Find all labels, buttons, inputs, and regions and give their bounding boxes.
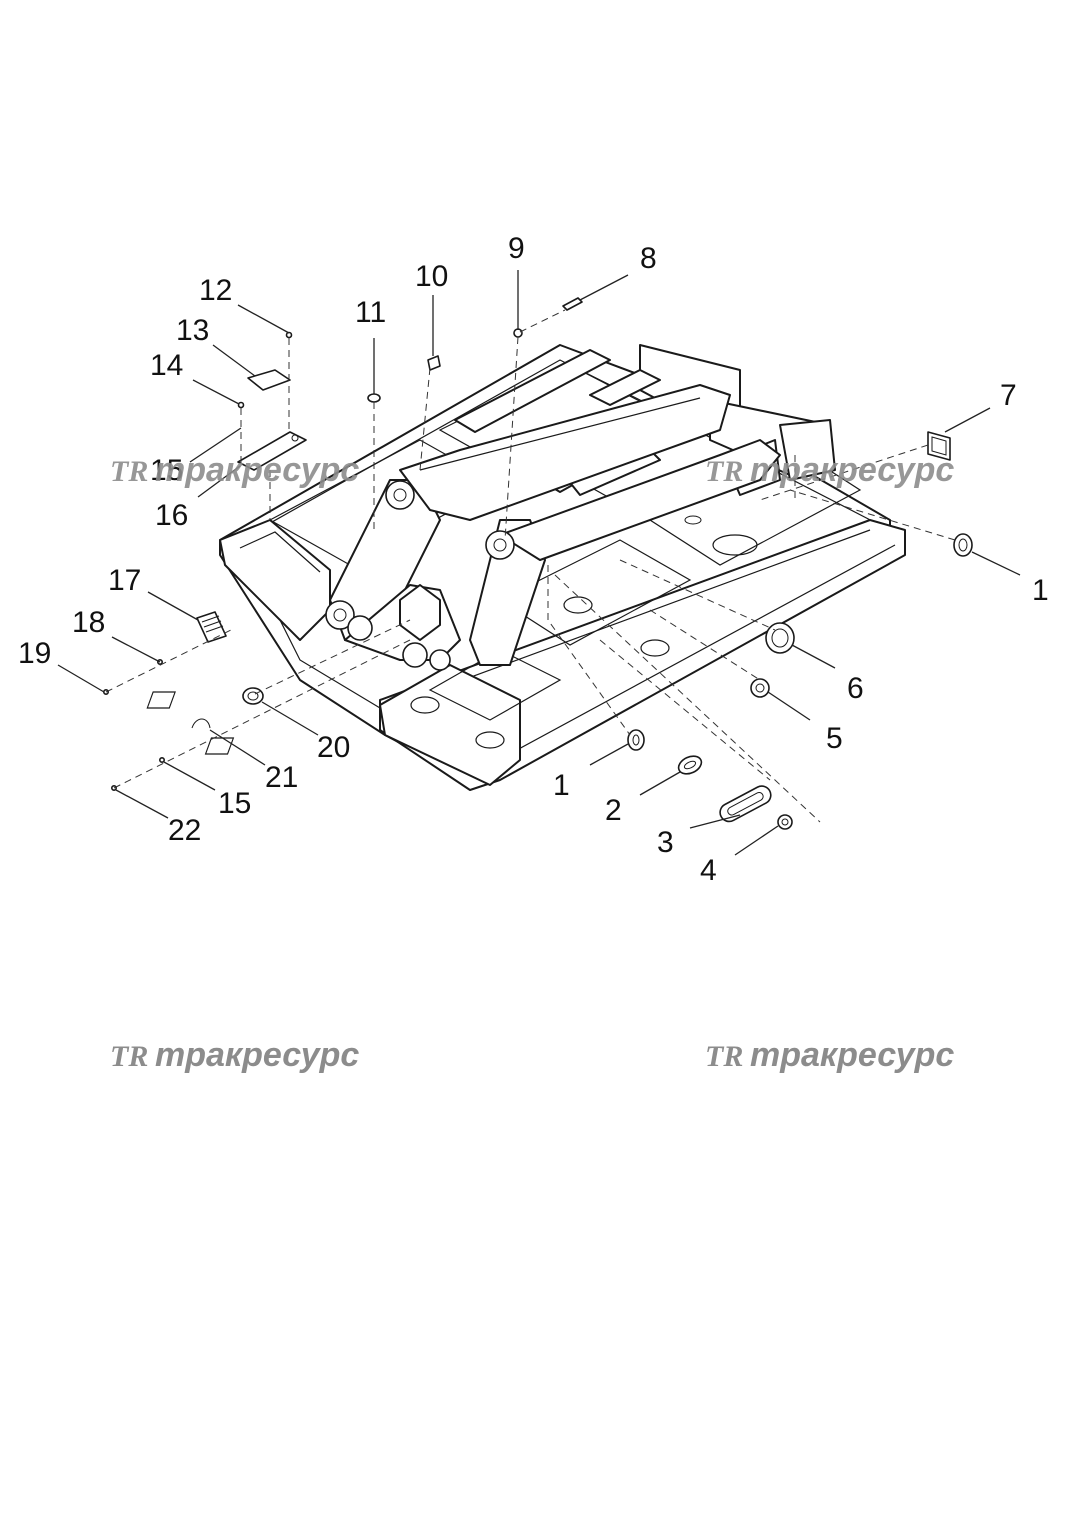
callout-21: 21 bbox=[265, 761, 298, 794]
callout-4: 4 bbox=[700, 854, 717, 887]
part-6-large-ring bbox=[765, 622, 795, 654]
callout-labels: 1 1 2 3 4 5 6 7 8 9 10 11 12 13 14 15 15… bbox=[18, 232, 1049, 887]
part-1-grommet-right bbox=[953, 533, 973, 557]
watermark-logo: TR bbox=[110, 455, 148, 488]
callout-7: 7 bbox=[1000, 379, 1017, 412]
part-8-pin bbox=[562, 297, 583, 311]
assembly-lines bbox=[105, 309, 956, 823]
part-11-cap bbox=[367, 393, 381, 403]
part-13-cover-plate bbox=[247, 369, 291, 391]
callout-2: 2 bbox=[605, 794, 622, 827]
part-3-long-seal bbox=[719, 785, 772, 823]
callout-11: 11 bbox=[355, 296, 386, 329]
callout-12: 12 bbox=[199, 274, 232, 307]
callout-22: 22 bbox=[168, 814, 201, 847]
part-10-clip bbox=[427, 355, 441, 371]
part-14-washer bbox=[237, 401, 245, 409]
callout-15b: 15 bbox=[218, 787, 251, 820]
watermark-logo: TR bbox=[705, 1040, 743, 1073]
part-1-grommet-front bbox=[627, 729, 645, 751]
callout-10: 10 bbox=[415, 260, 448, 293]
callout-16: 16 bbox=[155, 499, 188, 532]
callout-1b: 1 bbox=[553, 769, 570, 802]
leader-lines bbox=[57, 270, 1021, 856]
callout-13: 13 bbox=[176, 314, 209, 347]
callout-14: 14 bbox=[150, 349, 183, 382]
callout-20: 20 bbox=[317, 731, 350, 764]
part-21-spring-clip bbox=[191, 718, 211, 729]
boom-bracket bbox=[325, 384, 781, 671]
callout-9: 9 bbox=[508, 232, 525, 265]
watermark-logo: TR bbox=[110, 1040, 148, 1073]
watermark-bottom-left: TR тракресурс bbox=[110, 1036, 359, 1074]
callout-5: 5 bbox=[826, 722, 843, 755]
watermark-top-left: TR тракресурс bbox=[110, 451, 359, 489]
part-5-ring bbox=[750, 678, 770, 698]
callout-19: 19 bbox=[18, 637, 51, 670]
callout-6: 6 bbox=[847, 672, 864, 705]
watermark-top-right: TR тракресурс bbox=[705, 451, 954, 489]
watermark-text: тракресурс bbox=[155, 451, 359, 489]
part-4-plug bbox=[777, 814, 793, 830]
watermark-text: тракресурс bbox=[750, 1036, 954, 1074]
part-12-screw bbox=[285, 331, 293, 339]
callout-3: 3 bbox=[657, 826, 674, 859]
watermark-text: тракресурс bbox=[155, 1036, 359, 1074]
part-17-vent-grille bbox=[196, 611, 227, 643]
part-16-bracket-plate bbox=[237, 431, 307, 471]
part-15-washer-lower bbox=[159, 756, 166, 763]
watermark-logo: TR bbox=[705, 455, 743, 488]
callout-8: 8 bbox=[640, 242, 657, 275]
part-2-oval-grommet bbox=[677, 755, 703, 775]
part-20-ring-seal bbox=[242, 687, 264, 705]
callout-1a: 1 bbox=[1032, 574, 1049, 607]
callout-15a: 15 bbox=[150, 454, 183, 487]
watermark-bottom-right: TR тракресурс bbox=[705, 1036, 954, 1074]
part-7-square-plate bbox=[927, 431, 951, 461]
part-9-nut bbox=[513, 328, 523, 338]
callout-18: 18 bbox=[72, 606, 105, 639]
callout-17: 17 bbox=[108, 564, 141, 597]
watermark-text: тракресурс bbox=[750, 451, 954, 489]
